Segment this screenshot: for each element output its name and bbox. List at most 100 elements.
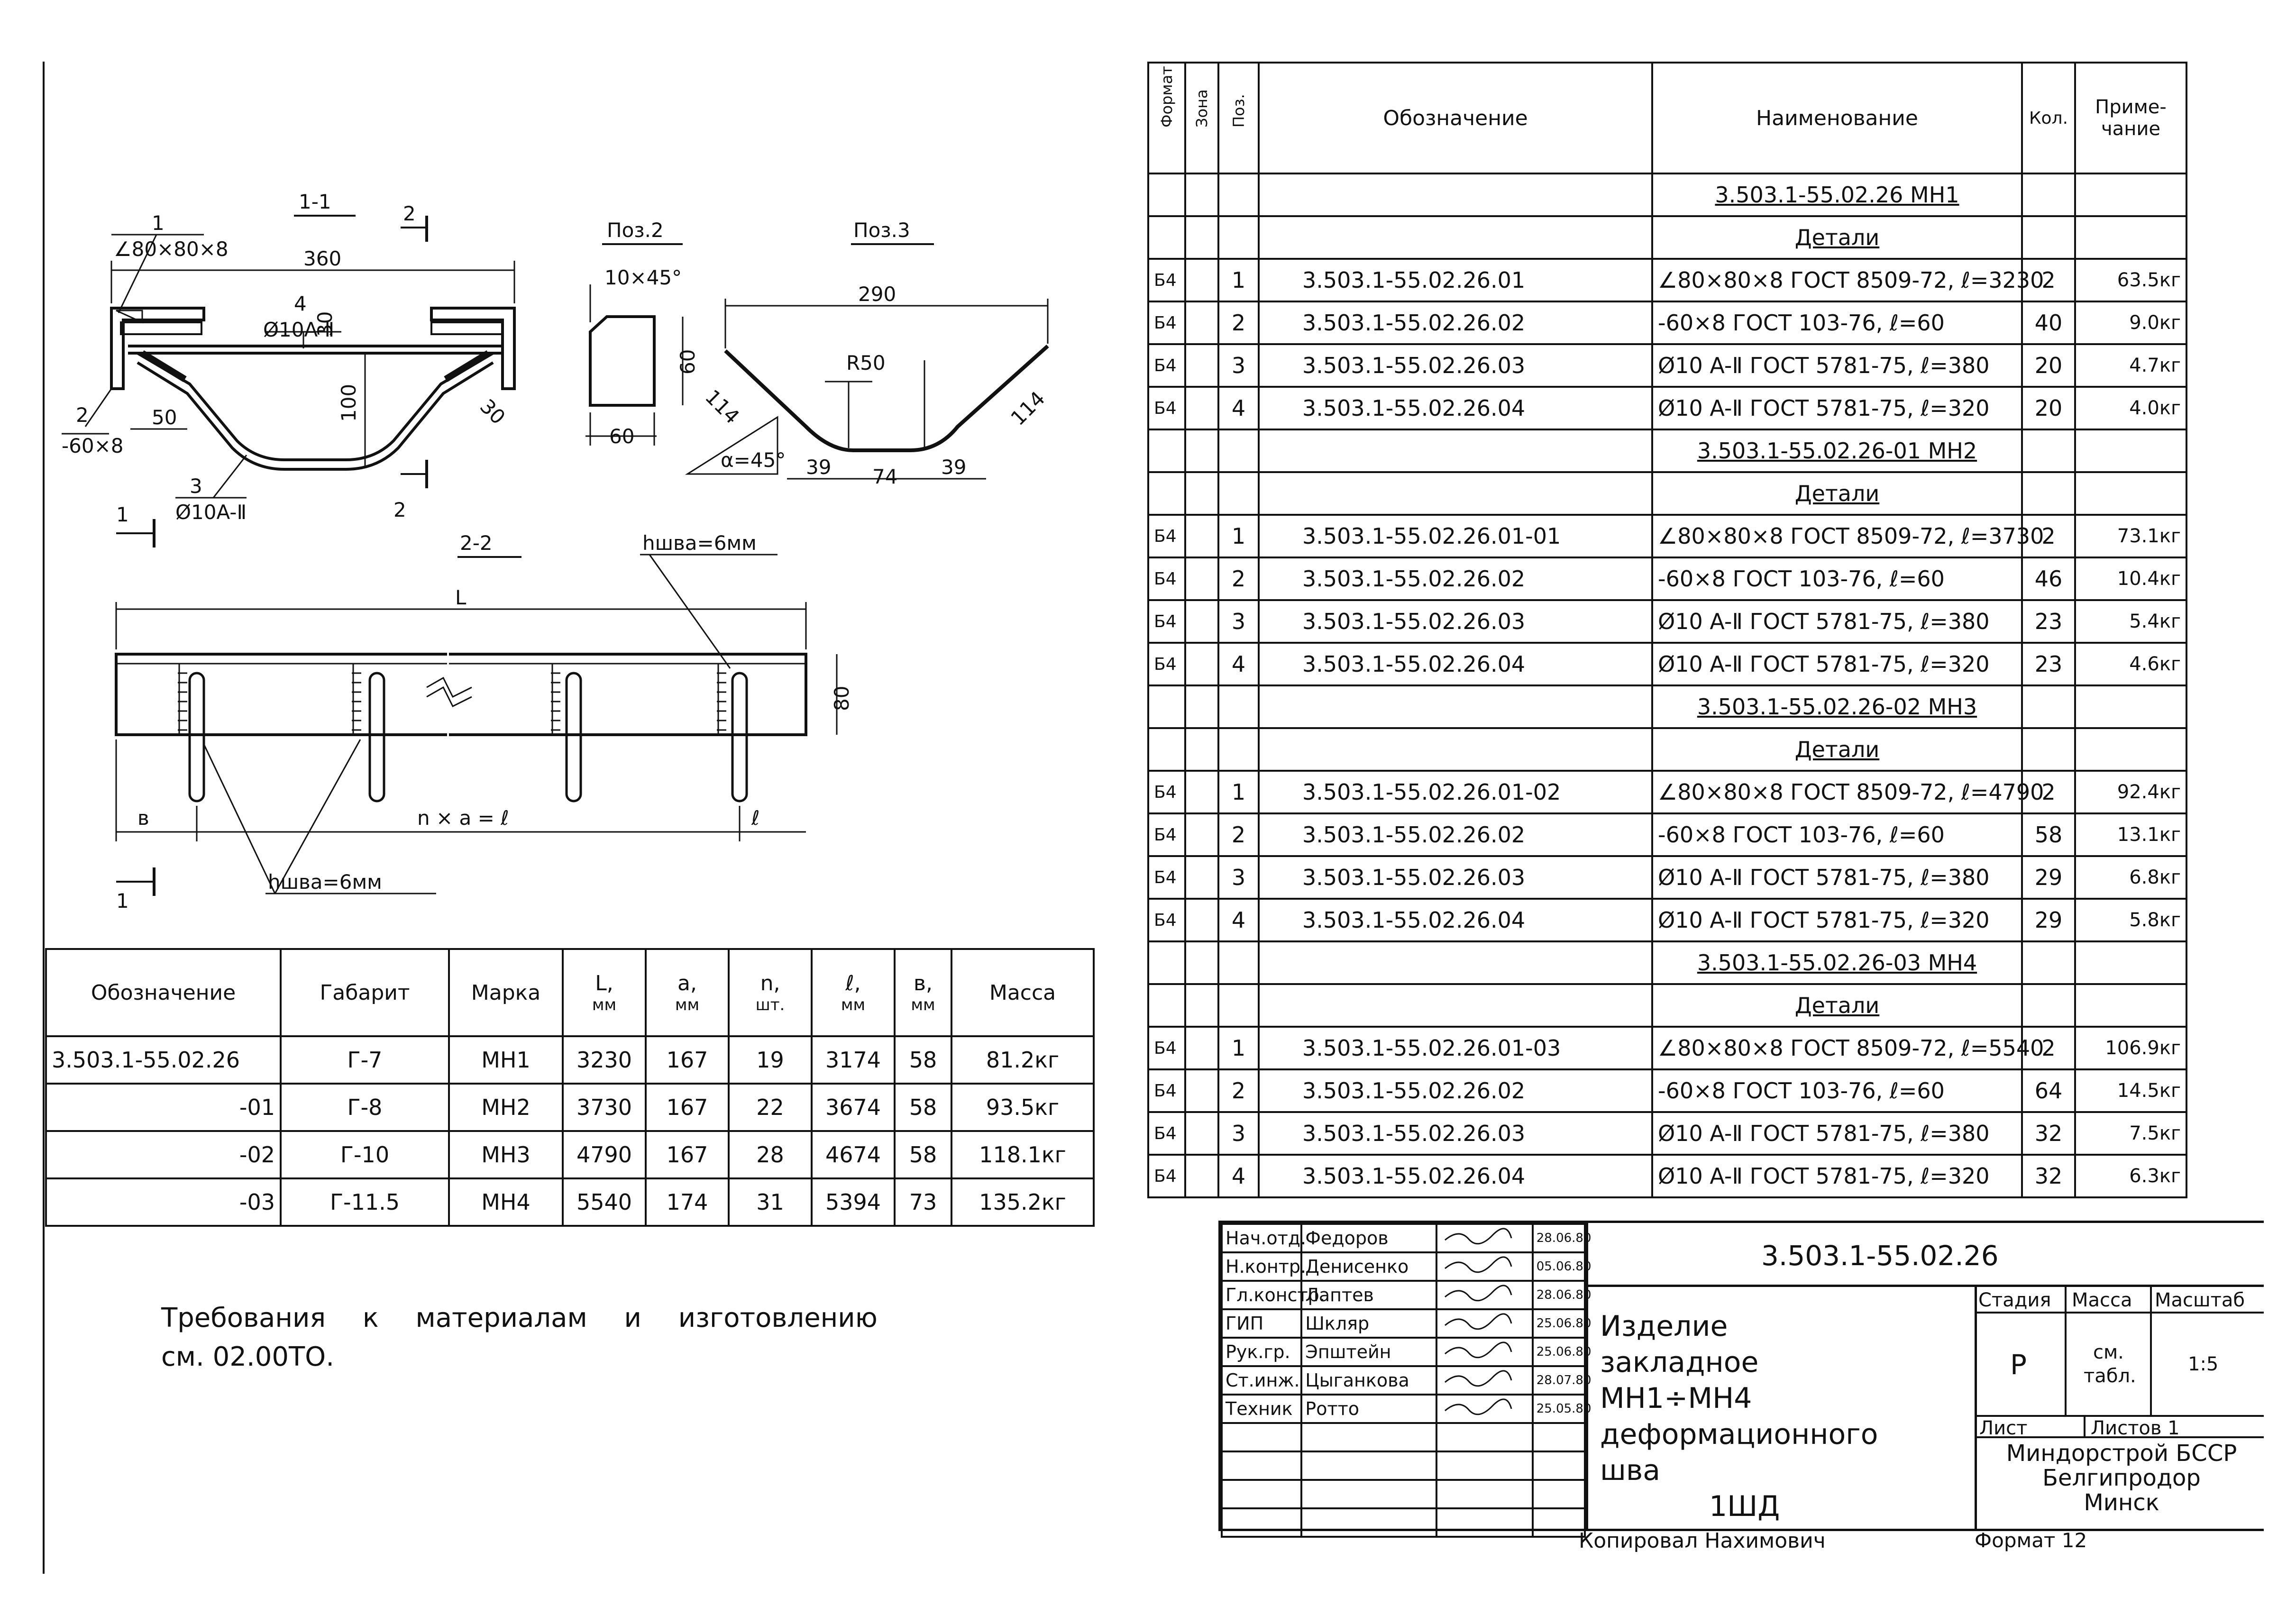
- params-cell: Г-8: [280, 1083, 450, 1132]
- spec-designation-cell: 3.503.1-55.02.26.03: [1258, 599, 1653, 644]
- params-cell: 58: [894, 1035, 952, 1085]
- spec-empty-cell: [1258, 471, 1653, 516]
- spec-format-cell: Б4: [1147, 343, 1186, 388]
- params-cell: Г-10: [280, 1130, 450, 1179]
- spec-header-qty: Кол.: [2021, 62, 2076, 174]
- spec-pos-cell: 1: [1217, 258, 1260, 302]
- callout-1-text: ∠80×80×8: [114, 237, 229, 261]
- spec-group-title: 3.503.1-55.02.26-01 МН2: [1651, 429, 2023, 473]
- params-cell: 174: [645, 1177, 730, 1227]
- params-cell: Г-7: [280, 1035, 450, 1085]
- spec-qty-cell: 2: [2021, 258, 2076, 302]
- spec-designation-cell: 3.503.1-55.02.26.02: [1258, 812, 1653, 857]
- signature-empty-cell: [1300, 1507, 1437, 1538]
- params-cell: 58: [894, 1083, 952, 1132]
- dimension-80: 80: [830, 686, 853, 711]
- params-cell: 167: [645, 1035, 730, 1085]
- signature-empty-cell: [1300, 1422, 1437, 1452]
- signature-role: Н.контр.: [1220, 1251, 1306, 1282]
- scale-label: Масштаб: [2155, 1289, 2245, 1311]
- spec-name-cell: -60×8 ГОСТ 103-76, ℓ=60: [1651, 301, 2023, 345]
- pos3-dim-114-left: 114: [701, 385, 744, 428]
- spec-zone-cell: [1184, 1026, 1219, 1070]
- signature-empty-cell: [1220, 1479, 1303, 1509]
- spec-zone-cell: [1184, 1068, 1219, 1113]
- cut-marker-2-top: 2: [403, 202, 416, 225]
- spec-zone-cell: [1184, 1111, 1219, 1156]
- spec-pos-cell: 2: [1217, 1068, 1260, 1113]
- spec-zone-cell: [1184, 301, 1219, 345]
- dimension-30-a: 30: [313, 311, 337, 337]
- signature-empty-cell: [1531, 1451, 1586, 1481]
- weld-label-top: hшва=6мм: [642, 531, 757, 555]
- pos3-angle: α=45°: [721, 448, 786, 472]
- spec-designation-cell: 3.503.1-55.02.26.03: [1258, 343, 1653, 388]
- spec-designation-cell: 3.503.1-55.02.26.04: [1258, 642, 1653, 686]
- signature-role: Техник: [1220, 1394, 1303, 1424]
- organization-line-3: Минск: [2084, 1489, 2159, 1516]
- params-header-gabarit: Габарит: [280, 948, 450, 1037]
- spec-format-cell: Б4: [1147, 642, 1186, 686]
- spec-qty-cell: 20: [2021, 343, 2076, 388]
- spec-empty-cell: [2074, 173, 2187, 217]
- spec-name-cell: Ø10 A-Ⅱ ГОСТ 5781-75, ℓ=320: [1651, 1154, 2023, 1198]
- signature-role: Нач.отд.: [1220, 1223, 1306, 1253]
- spec-name-cell: Ø10 A-Ⅱ ГОСТ 5781-75, ℓ=380: [1651, 1111, 2023, 1156]
- parameters-table: Обозначение Габарит Марка L,мм a,мм n,шт…: [45, 948, 1095, 1227]
- params-header-L: L,мм: [562, 948, 647, 1037]
- params-header-mark: Марка: [448, 948, 564, 1037]
- spec-note-cell: 4.6кг: [2074, 642, 2187, 686]
- scale-value: 1:5: [2188, 1353, 2219, 1375]
- spec-empty-cell: [2021, 471, 2076, 516]
- signature-scribble: [1444, 1227, 1512, 1244]
- signature-row-empty: [1220, 1451, 1586, 1481]
- spec-zone-cell: [1184, 343, 1219, 388]
- spec-pos-cell: 1: [1217, 514, 1260, 558]
- signature-role: ГИП: [1220, 1308, 1303, 1339]
- pos3-dim-74: 74: [872, 465, 897, 488]
- signature-scribble: [1444, 1313, 1512, 1330]
- params-cell: 3.503.1-55.02.26: [45, 1035, 282, 1085]
- spec-empty-cell: [1217, 684, 1260, 729]
- spec-empty-cell: [1147, 983, 1186, 1028]
- pos3-radius: R50: [846, 351, 886, 374]
- spec-format-cell: Б4: [1147, 770, 1186, 814]
- signature-role: Гл.констр.: [1220, 1280, 1325, 1310]
- spec-note-cell: 14.5кг: [2074, 1068, 2187, 1113]
- signature-handwritten: [1435, 1337, 1534, 1367]
- signature-role: Ст.инж.: [1220, 1365, 1303, 1396]
- spec-name-cell: Ø10 A-Ⅱ ГОСТ 5781-75, ℓ=380: [1651, 599, 2023, 644]
- params-header-b: в,мм: [894, 948, 952, 1037]
- cut-marker-2-bottom: 2: [393, 498, 406, 521]
- spec-designation-cell: 3.503.1-55.02.26.03: [1258, 855, 1653, 900]
- pos3-dim-114-right: 114: [1006, 387, 1049, 430]
- spec-zone-cell: [1184, 514, 1219, 558]
- spec-name-cell: ∠80×80×8 ГОСТ 8509-72, ℓ=4790: [1651, 770, 2044, 814]
- spec-name-cell: ∠80×80×8 ГОСТ 8509-72, ℓ=3230: [1651, 258, 2044, 302]
- signature-name: Федоров: [1300, 1223, 1437, 1253]
- spec-header-zone: Зона: [1184, 62, 1219, 174]
- spec-empty-cell: [1258, 215, 1653, 260]
- requirements-line-1: Требования к материалам и изготовлению: [161, 1303, 878, 1333]
- signature-name: Эпштейн: [1300, 1337, 1437, 1367]
- organization-line-1: Миндорстрой БССР: [2006, 1440, 2237, 1467]
- spec-empty-cell: [2074, 429, 2187, 473]
- params-cell: 3730: [562, 1083, 647, 1132]
- params-header-n: n,шт.: [728, 948, 813, 1037]
- spec-qty-cell: 2: [2021, 514, 2076, 558]
- organization-line-2: Белгипродор: [2042, 1465, 2201, 1491]
- stage-value: Р: [2010, 1349, 2027, 1381]
- params-header-l: ℓ,мм: [811, 948, 896, 1037]
- signature-date: 25.05.80: [1531, 1394, 1592, 1424]
- spec-empty-cell: [2021, 215, 2076, 260]
